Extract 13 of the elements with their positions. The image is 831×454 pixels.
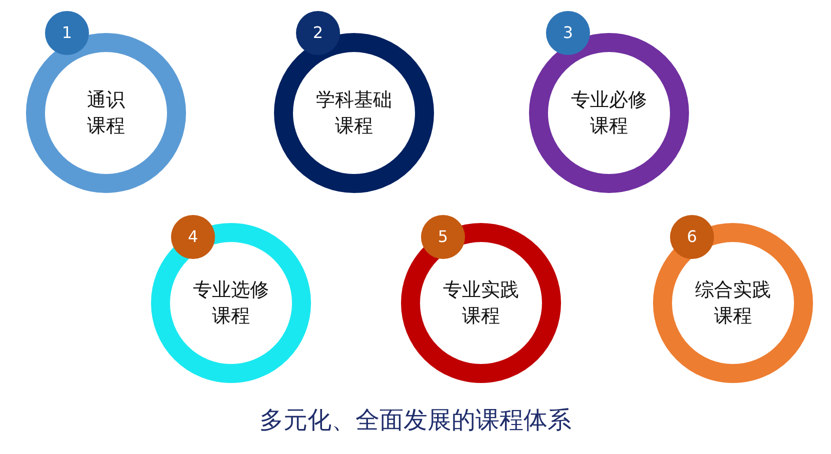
caption: 多元化、全面发展的课程体系 <box>258 405 572 436</box>
number-badge: 1 <box>45 11 89 55</box>
course-label: 专业实践课程 <box>442 278 520 329</box>
number-badge: 5 <box>421 215 465 259</box>
course-label: 专业选修课程 <box>192 278 270 329</box>
number-badge: 4 <box>171 215 215 259</box>
course-label: 通识课程 <box>86 88 126 139</box>
number-badge: 6 <box>670 215 714 259</box>
course-label: 综合实践课程 <box>694 278 772 329</box>
number-badge: 2 <box>296 11 340 55</box>
number-badge: 3 <box>546 11 590 55</box>
course-label: 专业必修课程 <box>570 88 648 139</box>
course-label: 学科基础课程 <box>315 88 393 139</box>
